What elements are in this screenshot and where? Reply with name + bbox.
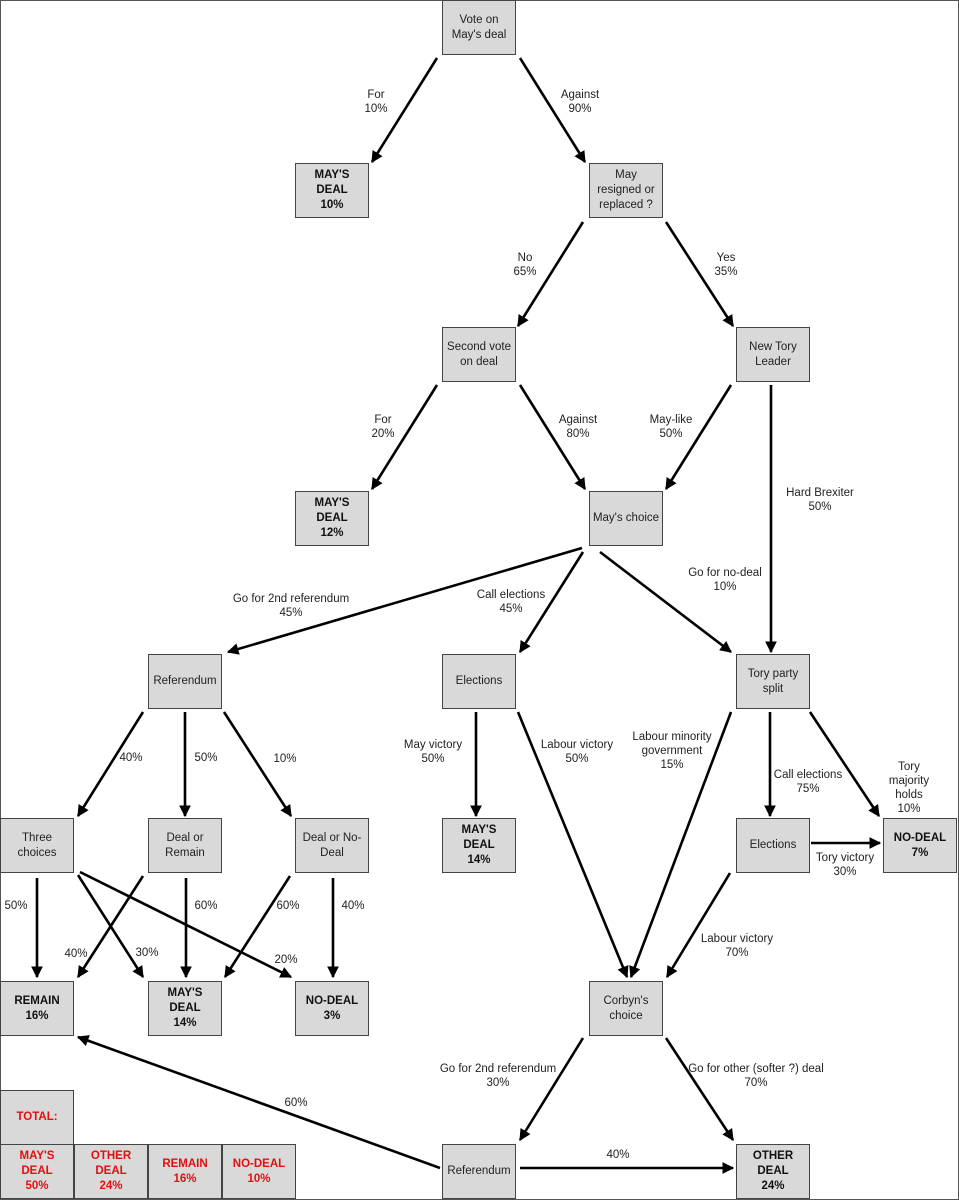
outcome-no-deal-7: NO-DEAL 7%	[883, 818, 957, 873]
node-three-choices: Three choices	[0, 818, 74, 873]
edge-label: Go for no-deal 10%	[688, 567, 762, 593]
node-second-vote: Second vote on deal	[442, 327, 516, 382]
node-corbyns-choice: Corbyn's choice	[589, 981, 663, 1036]
edge-label: For 20%	[371, 414, 395, 440]
outcome-no-deal-3: NO-DEAL 3%	[295, 981, 369, 1036]
edge-label: May-like 50%	[649, 414, 693, 440]
edge-label: Against 90%	[560, 89, 600, 115]
edge-label: Labour minority government 15%	[632, 731, 712, 771]
edge-label: No 65%	[513, 252, 537, 278]
node-may-resigned: May resigned or replaced ?	[589, 163, 663, 218]
edge-label: 60%	[194, 900, 218, 912]
arrow-elec2-labour	[665, 872, 732, 979]
edge-label: Go for 2nd referendum 30%	[439, 1063, 557, 1089]
edge-label: 40%	[606, 1149, 630, 1161]
edge-label: Against 80%	[558, 414, 598, 440]
edge-label: Go for other (softer ?) deal 70%	[688, 1063, 824, 1089]
arrow-dr-remain	[76, 875, 145, 978]
node-referendum: Referendum	[148, 654, 222, 709]
arrow-choice-ref	[226, 546, 583, 655]
node-new-tory-leader: New Tory Leader	[736, 327, 810, 382]
edge-label: 20%	[274, 954, 298, 966]
edge-label: Tory victory 30%	[815, 852, 875, 878]
node-deal-or-nodeal: Deal or No- Deal	[295, 818, 369, 873]
edge-label: Labour victory 50%	[540, 739, 614, 765]
edge-label: 40%	[119, 752, 143, 764]
arrow-split-nodeal	[808, 711, 881, 817]
outcome-mays-deal-14-elections: MAY'S DEAL 14%	[442, 818, 516, 873]
edge-label: Yes 35%	[714, 252, 738, 278]
edge-label: Go for 2nd referendum 45%	[232, 593, 350, 619]
edge-label: 50%	[194, 752, 218, 764]
edge-label: Hard Brexiter 50%	[786, 487, 854, 513]
arrow-vote-against	[518, 57, 587, 163]
node-tory-split: Tory party split	[736, 654, 810, 709]
outcome-mays-deal-10: MAY'S DEAL 10%	[295, 163, 369, 218]
edge-label: Tory majority holds 10%	[888, 761, 930, 815]
outcome-other-deal-24: OTHER DEAL 24%	[736, 1144, 810, 1199]
arrow-ref-three	[76, 711, 145, 817]
edge-label: 60%	[284, 1097, 308, 1109]
edge-label: 40%	[64, 948, 88, 960]
arrow-ref2-remain	[76, 1035, 441, 1170]
outcome-mays-deal-12: MAY'S DEAL 12%	[295, 491, 369, 546]
node-elections: Elections	[442, 654, 516, 709]
edge-label: 50%	[4, 900, 28, 912]
arrow-resigned-yes	[664, 221, 735, 327]
edge-label: For 10%	[364, 89, 388, 115]
arrow-second-for	[370, 384, 439, 490]
edge-label: 10%	[273, 753, 297, 765]
arrow-corbyn-ref	[518, 1037, 585, 1141]
arrow-tory-maylike	[664, 384, 733, 490]
edge-label: Call elections 75%	[773, 769, 843, 795]
edge-label: 60%	[276, 900, 300, 912]
arrow-dnd-deal	[223, 875, 292, 978]
edge-label: Call elections 45%	[476, 589, 546, 615]
total-title: TOTAL:	[0, 1090, 74, 1145]
arrow-second-against	[518, 384, 587, 490]
arrow-split-labour	[629, 711, 733, 979]
total-no-deal: NO-DEAL 10%	[222, 1144, 296, 1199]
edge-label: May victory 50%	[403, 739, 463, 765]
edge-label: 40%	[341, 900, 365, 912]
edge-label: Labour victory 70%	[700, 933, 774, 959]
node-deal-or-remain: Deal or Remain	[148, 818, 222, 873]
arrow-corbyn-other	[664, 1037, 735, 1141]
node-mays-choice: May's choice	[589, 491, 663, 546]
node-elections-2: Elections	[736, 818, 810, 873]
outcome-mays-deal-14-ref: MAY'S DEAL 14%	[148, 981, 222, 1036]
arrow-resigned-no	[516, 221, 585, 327]
edge-label: 30%	[135, 947, 159, 959]
total-mays-deal: MAY'S DEAL 50%	[0, 1144, 74, 1199]
node-vote: Vote on May's deal	[442, 0, 516, 55]
node-referendum-2: Referendum	[442, 1144, 516, 1199]
total-remain: REMAIN 16%	[148, 1144, 222, 1199]
outcome-remain-16: REMAIN 16%	[0, 981, 74, 1036]
total-other-deal: OTHER DEAL 24%	[74, 1144, 148, 1199]
arrow-elec-labour	[516, 711, 629, 979]
arrow-vote-for	[370, 57, 439, 163]
arrow-choice-elections	[518, 551, 585, 653]
arrow-ref-dnd	[222, 711, 293, 817]
arrow-choice-nodeal	[599, 550, 732, 654]
